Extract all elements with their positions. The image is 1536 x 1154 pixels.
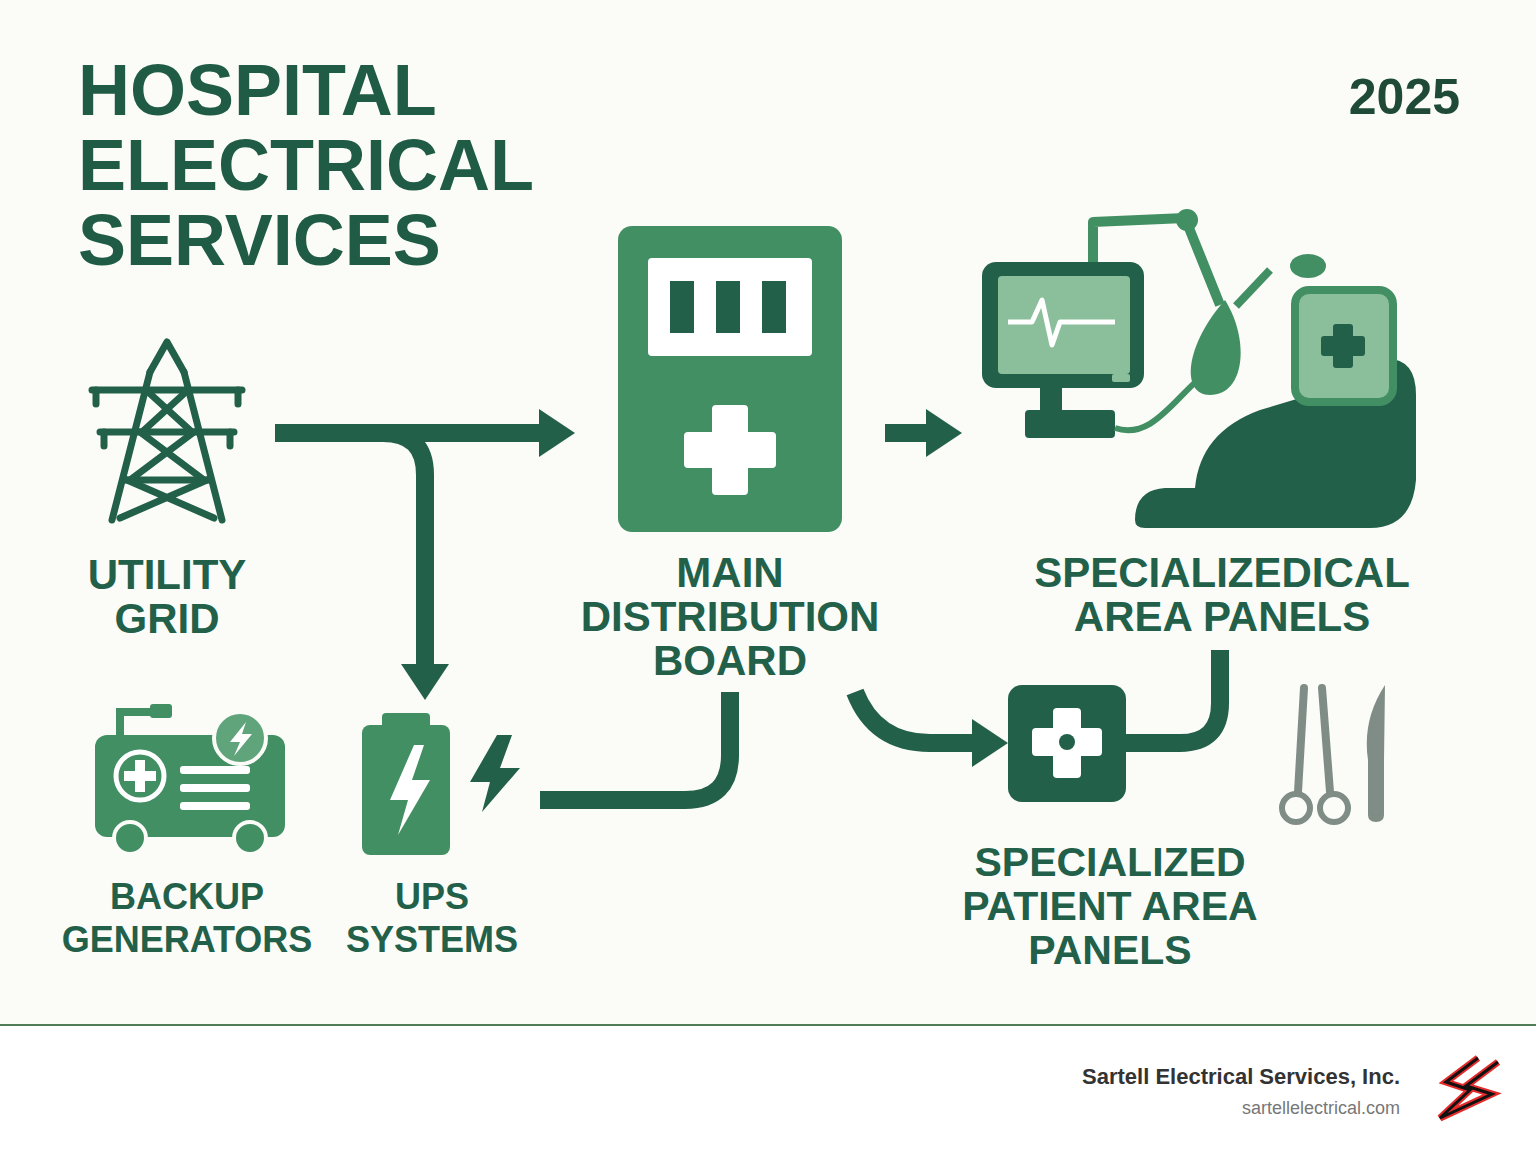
flow-node: BACKUP GENERATORS: [95, 700, 285, 860]
patient-panel-icon: [1008, 685, 1126, 802]
node-label: UPS SYSTEMS: [332, 875, 532, 961]
node-label: SPECIALIZEDICAL AREA PANELS: [1012, 551, 1432, 639]
flow-connector: [275, 409, 575, 457]
year-label: 2025: [1349, 68, 1460, 126]
company-url: sartellelectrical.com: [1242, 1098, 1400, 1119]
footer-band: [0, 1026, 1536, 1154]
flow-connector: [885, 409, 962, 457]
arrow-head: [401, 664, 449, 700]
flow-connector: [540, 692, 730, 800]
arrow-head: [539, 409, 575, 457]
flow-node: UTILITY GRID: [85, 335, 275, 525]
flow-node: SPECIALIZED PATIENT AREA PANELS: [1008, 685, 1126, 802]
pylon-icon: [92, 342, 242, 520]
generator-icon: [95, 704, 285, 854]
flow-node: SPECIALIZEDICAL AREA PANELS: [962, 205, 1420, 650]
footer-rule: [0, 1024, 1536, 1026]
connector-line: [275, 433, 425, 664]
node-label: SPECIALIZED PATIENT AREA PANELS: [954, 840, 1266, 972]
battery-icon: [362, 713, 520, 855]
company-logo: [1440, 1058, 1498, 1118]
connector-line: [275, 424, 539, 442]
connector-line: [855, 692, 972, 743]
diagram-title: HOSPITAL ELECTRICAL SERVICES: [78, 53, 548, 278]
arrow-head: [926, 409, 962, 457]
flow-connector: [275, 433, 449, 700]
connector-line: [1126, 650, 1220, 743]
node-label: UTILITY GRID: [62, 553, 272, 641]
flow-connector: [1126, 650, 1220, 743]
connector-line: [885, 424, 926, 442]
node-label: BACKUP GENERATORS: [52, 875, 322, 961]
company-name: Sartell Electrical Services, Inc.: [1082, 1064, 1400, 1090]
medical-equipment-icon: [982, 209, 1416, 528]
connector-line: [540, 692, 730, 800]
flow-node: MAIN DISTRIBUTION BOARD: [575, 226, 885, 692]
surgical-tools-icon: [1282, 685, 1385, 822]
arrow-head: [972, 719, 1008, 767]
distribution-panel-icon: [618, 226, 842, 532]
flow-connector: [855, 692, 1008, 767]
node-label: MAIN DISTRIBUTION BOARD: [565, 551, 895, 683]
flow-node: UPS SYSTEMS: [360, 700, 540, 860]
